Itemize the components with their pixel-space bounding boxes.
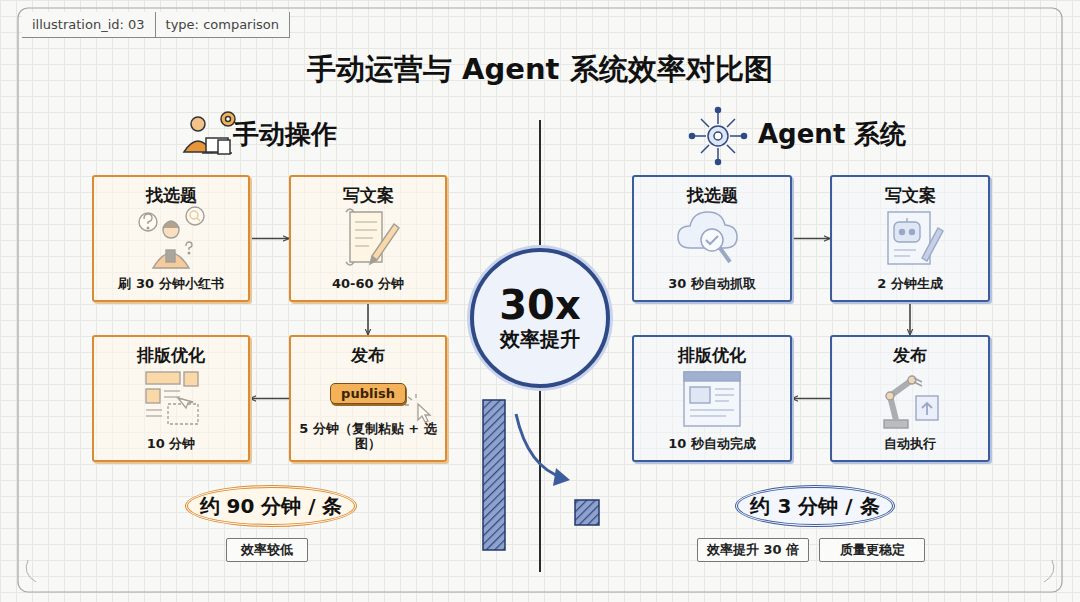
- total-pill: 约 90 分钟 / 条: [185, 485, 357, 527]
- manual-header-icon: [184, 112, 235, 154]
- box-heading: 排版优化: [137, 344, 205, 367]
- flow-arrow: [250, 238, 289, 240]
- process-box: 排版优化 10 分钟: [92, 335, 250, 462]
- process-box: 发布自动执行: [830, 335, 990, 462]
- total-pill: 约 3 分钟 / 条: [735, 485, 895, 527]
- drawing-stroke: [690, 134, 695, 139]
- diagram-title: 手动运营与 Agent 系统效率对比图: [307, 50, 773, 90]
- drawing-stroke: [553, 468, 570, 486]
- tag-box: 效率较低: [226, 538, 308, 562]
- box-body: 40-60 分钟: [332, 276, 404, 292]
- box-heading: 排版优化: [678, 344, 746, 367]
- flow-arrow: [250, 398, 289, 400]
- flow-arrow: [792, 238, 830, 240]
- box-heading: 发布: [351, 344, 385, 367]
- box-body: 30 秒自动抓取: [668, 276, 756, 292]
- box-heading: 发布: [893, 344, 927, 367]
- box-heading: 写文案: [343, 184, 394, 207]
- drawing-stroke: [708, 126, 728, 146]
- drawing-stroke: [221, 112, 235, 126]
- flow-arrow: [909, 302, 911, 335]
- flow-arrow: [792, 398, 830, 400]
- box-body: 10 分钟: [147, 436, 196, 452]
- process-box: 写文案 2 分钟生成: [830, 175, 990, 302]
- node-text: 约 3 分钟 / 条: [750, 493, 879, 520]
- tag-box: 质量更稳定: [819, 538, 925, 562]
- drawing-stroke: [226, 117, 231, 122]
- flow-arrow: [367, 302, 369, 335]
- process-box: 排版优化 10 秒自动完成: [632, 335, 792, 462]
- box-body: 10 秒自动完成: [668, 436, 756, 452]
- drawing-stroke: [516, 414, 564, 478]
- drawing-stroke: [716, 108, 721, 113]
- drawing-stroke: [714, 132, 722, 140]
- box-heading: 找选题: [687, 184, 738, 207]
- drawing-stroke: [694, 112, 742, 160]
- node-text: 约 90 分钟 / 条: [200, 493, 343, 520]
- node-text: 效率较低: [241, 541, 293, 559]
- drawing-stroke: [191, 117, 205, 131]
- drawing-stroke: [716, 160, 721, 165]
- box-body: 自动执行: [884, 436, 936, 452]
- box-heading: 找选题: [146, 184, 197, 207]
- drawing-stroke: [483, 400, 505, 550]
- process-box: 找选题刷 30 分钟小红书: [92, 175, 250, 302]
- drawing-stroke: [742, 134, 747, 139]
- box-body: 2 分钟生成: [877, 276, 943, 292]
- agent-header-icon: [690, 108, 747, 165]
- meta-tag: illustration_id: 03: [22, 12, 156, 38]
- publish-button: publish: [330, 383, 406, 404]
- node-text: 30x: [499, 284, 580, 326]
- node-text: 质量更稳定: [840, 541, 905, 559]
- drawing-stroke: [575, 500, 599, 525]
- process-box: 写文案 40-60 分钟: [289, 175, 447, 302]
- bar-chart: [483, 400, 599, 550]
- meta-tag: type: comparison: [156, 12, 290, 38]
- frame: [18, 8, 1062, 592]
- drawing-stroke: [218, 140, 230, 154]
- node-subtext: 效率提升: [500, 326, 580, 353]
- box-heading: 写文案: [885, 184, 936, 207]
- section-heading: Agent 系统: [758, 117, 906, 152]
- box-body: 5 分钟（复制粘贴 + 选图）: [297, 421, 439, 452]
- process-box: 找选题 30 秒自动抓取: [632, 175, 792, 302]
- ratio-circle: 30x效率提升: [470, 248, 610, 388]
- process-box: 发布 publish 5 分钟（复制粘贴 + 选图）: [289, 335, 447, 462]
- box-body: 刷 30 分钟小红书: [118, 276, 223, 292]
- drawing-stroke: [18, 8, 1062, 592]
- section-heading: 手动操作: [233, 117, 337, 152]
- tag-box: 效率提升 30 倍: [697, 538, 809, 562]
- node-text: 效率提升 30 倍: [707, 541, 799, 559]
